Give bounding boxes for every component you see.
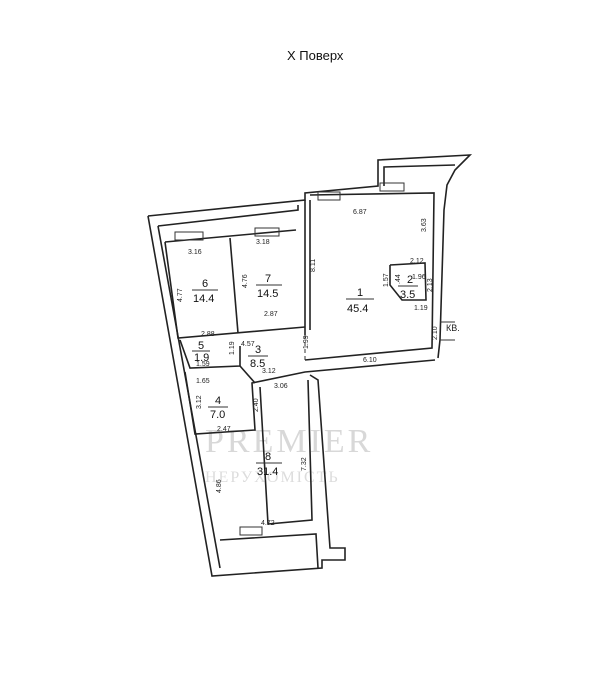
dimensions: 6.87 3.63 3.16 3.18 4.77 4.76 2.87 8.11 … xyxy=(177,209,439,527)
svg-text:1.65: 1.65 xyxy=(196,378,210,385)
room-number: 1 xyxy=(357,287,363,299)
svg-text:2.12: 2.12 xyxy=(410,258,424,265)
svg-text:4.86: 4.86 xyxy=(216,479,223,493)
walls xyxy=(147,154,473,577)
room-5: 51.9 xyxy=(192,340,210,364)
room-area: 7.0 xyxy=(210,409,225,421)
room-6: 614.4 xyxy=(192,278,218,305)
svg-text:2.47: 2.47 xyxy=(217,426,231,433)
svg-text:1.59: 1.59 xyxy=(196,361,210,368)
room-area: 31.4 xyxy=(257,466,278,478)
apartment-entrance-label: КВ. xyxy=(446,323,460,333)
svg-text:8.11: 8.11 xyxy=(310,259,317,272)
room-7: 714.5 xyxy=(256,273,282,300)
room-number: 6 xyxy=(202,278,208,290)
room-area: 14.4 xyxy=(193,293,214,305)
svg-text:3.06: 3.06 xyxy=(274,383,288,390)
room-number: 5 xyxy=(198,340,204,352)
room-area: 14.5 xyxy=(257,288,278,300)
svg-text:1.57: 1.57 xyxy=(383,273,390,287)
svg-text:1.96: 1.96 xyxy=(412,274,426,281)
room-area: 8.5 xyxy=(250,358,265,370)
room-area: 45.4 xyxy=(347,303,368,315)
svg-text:6.10: 6.10 xyxy=(363,357,377,364)
floor-title: X Поверх xyxy=(287,48,344,63)
svg-text:4.77: 4.77 xyxy=(177,288,184,302)
svg-text:6.87: 6.87 xyxy=(353,209,367,216)
room-number: 4 xyxy=(215,395,221,407)
svg-text:.44: .44 xyxy=(395,274,402,284)
svg-text:4.72: 4.72 xyxy=(261,520,275,527)
room-2: 23.5 xyxy=(398,274,418,301)
svg-text:1.99: 1.99 xyxy=(303,335,310,349)
svg-text:2.10: 2.10 xyxy=(432,326,439,340)
svg-text:2.40: 2.40 xyxy=(253,398,260,412)
svg-text:2.13: 2.13 xyxy=(427,278,434,292)
watermark-line2: НЕРУХОМІСТЬ xyxy=(205,469,340,486)
room-number: 7 xyxy=(265,273,271,285)
room-number: 3 xyxy=(255,344,261,356)
room-1: 145.4 xyxy=(346,287,374,315)
svg-text:2.88: 2.88 xyxy=(201,331,215,338)
svg-text:3.18: 3.18 xyxy=(256,239,270,246)
room-4: 47.0 xyxy=(208,395,228,421)
svg-text:3.12: 3.12 xyxy=(262,368,276,375)
room-area: 1.9 xyxy=(194,352,209,364)
svg-text:4.76: 4.76 xyxy=(242,274,249,288)
svg-text:7.32: 7.32 xyxy=(301,457,308,471)
svg-text:4.57: 4.57 xyxy=(241,341,255,348)
svg-text:1.19: 1.19 xyxy=(414,305,428,312)
svg-text:3.12: 3.12 xyxy=(196,395,203,409)
svg-text:3.16: 3.16 xyxy=(188,249,202,256)
room-3: 38.5 xyxy=(248,344,268,370)
room-area: 3.5 xyxy=(400,289,415,301)
room-number: 2 xyxy=(407,274,413,286)
svg-text:3.63: 3.63 xyxy=(421,218,428,232)
svg-text:2.87: 2.87 xyxy=(264,311,278,318)
svg-text:1.19: 1.19 xyxy=(229,341,236,355)
room-8: 831.4 xyxy=(256,451,282,478)
room-number: 8 xyxy=(265,451,271,463)
watermark-line1: PREMIER xyxy=(205,423,373,460)
